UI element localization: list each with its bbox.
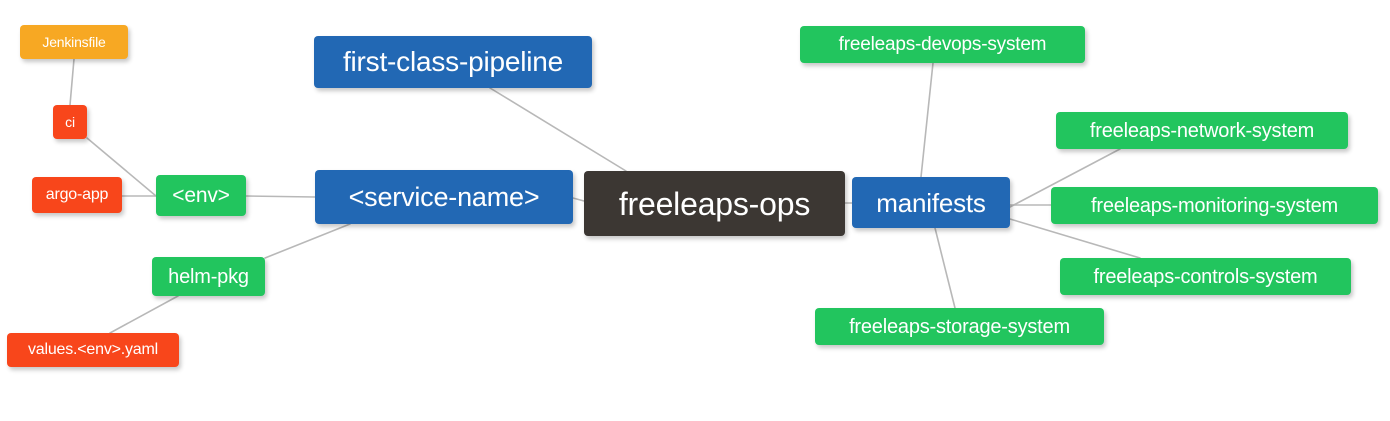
node-values-yaml[interactable]: values.<env>.yaml [7,333,179,367]
node-label-freeleaps-controls-system: freeleaps-controls-system [1093,265,1318,288]
edge-first-class-pipeline-to-freeleaps-ops [489,87,627,172]
node-first-class-pipeline[interactable]: first-class-pipeline [314,36,592,88]
node-service-name[interactable]: <service-name> [315,170,573,224]
node-label-argo-app: argo-app [45,186,109,203]
node-env[interactable]: <env> [156,175,246,216]
edge-manifests-to-freeleaps-controls-system [1009,218,1141,259]
node-argo-app[interactable]: argo-app [32,177,122,213]
edge-service-name-to-freeleaps-ops [572,197,585,202]
node-label-jenkinsfile: Jenkinsfile [42,34,106,50]
node-label-first-class-pipeline: first-class-pipeline [342,46,564,77]
node-freeleaps-monitoring-system[interactable]: freeleaps-monitoring-system [1051,187,1378,224]
edge-helm-pkg-to-values-yaml [109,295,179,334]
node-label-freeleaps-devops-system: freeleaps-devops-system [838,34,1047,55]
node-ci[interactable]: ci [53,105,87,139]
node-freeleaps-ops[interactable]: freeleaps-ops [584,171,845,236]
node-label-freeleaps-network-system: freeleaps-network-system [1089,119,1315,142]
node-label-helm-pkg: helm-pkg [168,265,249,288]
node-freeleaps-controls-system[interactable]: freeleaps-controls-system [1060,258,1351,295]
edge-manifests-to-freeleaps-storage-system [934,227,956,309]
node-jenkinsfile[interactable]: Jenkinsfile [20,25,128,59]
node-label-values-yaml: values.<env>.yaml [27,341,158,358]
node-freeleaps-storage-system[interactable]: freeleaps-storage-system [815,308,1104,345]
node-label-freeleaps-monitoring-system: freeleaps-monitoring-system [1091,194,1338,217]
edge-manifests-to-freeleaps-devops-system [920,62,934,178]
node-label-service-name: <service-name> [348,181,540,212]
node-label-freeleaps-storage-system: freeleaps-storage-system [849,315,1070,338]
node-helm-pkg[interactable]: helm-pkg [152,257,265,296]
node-label-env: <env> [172,184,230,207]
node-freeleaps-devops-system[interactable]: freeleaps-devops-system [800,26,1085,63]
edge-jenkinsfile-to-ci [69,58,75,106]
edge-service-name-to-helm-pkg [264,223,351,259]
node-label-ci: ci [65,114,75,130]
edge-env-to-service-name [245,195,316,198]
node-manifests[interactable]: manifests [852,177,1010,228]
node-freeleaps-network-system[interactable]: freeleaps-network-system [1056,112,1348,149]
node-label-freeleaps-ops: freeleaps-ops [618,185,811,222]
node-label-manifests: manifests [876,187,986,218]
